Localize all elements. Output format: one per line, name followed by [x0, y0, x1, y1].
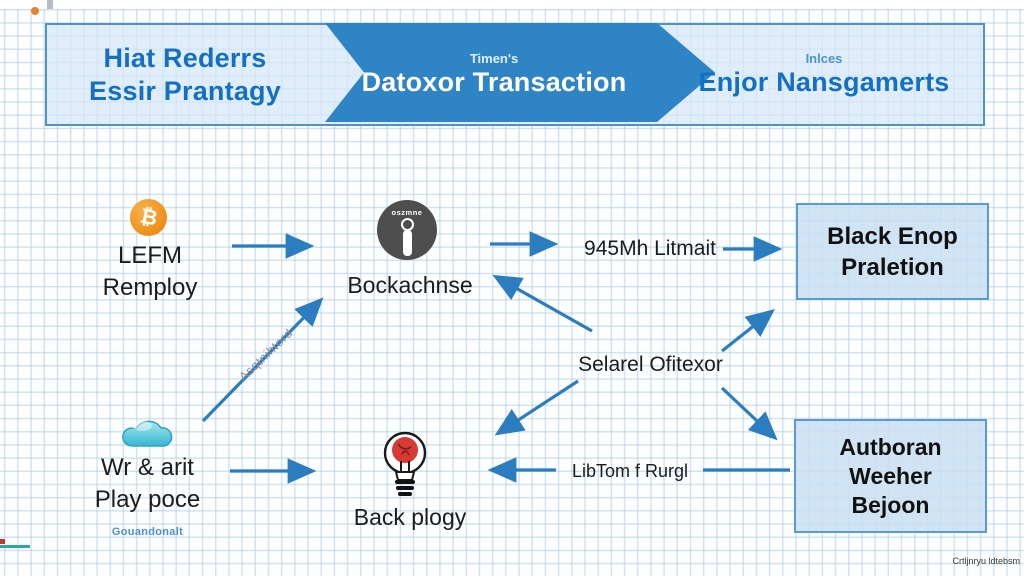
label-libtom: LibTom f Rurgl	[571, 461, 689, 481]
label-945mh: 945Mh Litmait	[584, 237, 716, 260]
thermometer-body	[402, 230, 412, 256]
banner-stage-1-line2: Essir Prantagy	[89, 75, 281, 106]
bitcoin-icon: ₿	[130, 199, 167, 236]
arrow-selarel-to-box-top	[721, 309, 776, 353]
banner-stage-3: Inlces Enjor Nansgamerts	[665, 25, 983, 124]
thermometer-icon-text: oszmne	[391, 208, 423, 217]
banner-stage-1: Hiat Rederrs Essir Prantagy	[47, 25, 323, 124]
corner-note: Crtljnryu ldtebsm	[952, 556, 1020, 566]
label-lefm-line1: LEFM	[117, 242, 182, 269]
label-wr-arit-line1: Wr & arit	[101, 454, 194, 481]
artifact-orange-dot	[31, 7, 39, 15]
banner-stage-2: Timen's Datoxor Transaction	[323, 25, 665, 124]
arrow-selarel-to-bulb	[494, 379, 579, 436]
box-autboran: Autboran Weeher Bejoon	[794, 419, 987, 533]
artifact-teal-line	[0, 545, 30, 548]
label-wr-arit: Wr & arit Play poce Gouandonalt	[55, 452, 240, 548]
box-black-enop-line1: Black Enop	[827, 222, 958, 250]
arrow-selarel-to-bockachnse	[492, 274, 593, 333]
label-back-plogy: Back plogy	[353, 504, 467, 530]
arrow-cloud-to-bockachnse	[201, 297, 324, 423]
label-selarel: Selarel Ofitexor	[578, 353, 723, 376]
top-margin-strip	[0, 0, 1024, 9]
banner-stage-3-label: Enjor Nansgamerts	[698, 66, 950, 97]
banner-stage-3-small: Inlces	[805, 50, 843, 66]
label-wr-arit-line2: Play poce	[94, 486, 201, 513]
label-bockachnse: Bockachnse	[347, 272, 473, 298]
box-black-enop: Black Enop Praletion	[796, 203, 989, 300]
label-lefm: LEFM Remploy	[60, 240, 240, 304]
lightbulb-icon	[383, 431, 427, 496]
label-wr-arit-caption: Gouandonalt	[111, 526, 184, 538]
box-black-enop-line2: Praletion	[841, 253, 944, 281]
artifact-gray-sliver	[47, 0, 53, 9]
label-lefm-line2: Remploy	[102, 274, 198, 301]
cloud-icon	[122, 420, 173, 447]
banner-stage-2-label: Datoxor Transaction	[361, 66, 627, 97]
banner-chevron-shape	[325, 23, 715, 122]
banner-stage-2-small: Timen's	[469, 50, 519, 66]
process-banner	[45, 23, 985, 126]
box-autboran-line3: Bejoon	[851, 491, 930, 518]
box-autboran-line1: Autboran	[839, 433, 942, 460]
banner-stage-1-line1: Hiat Rederrs	[103, 42, 267, 73]
bitcoin-symbol: ₿	[137, 203, 160, 231]
box-autboran-line2: Weeher	[849, 462, 932, 489]
thermometer-icon: oszmne	[377, 200, 437, 260]
arrow-selarel-to-box-bottom	[720, 386, 778, 441]
artifact-red-dot	[0, 539, 5, 544]
